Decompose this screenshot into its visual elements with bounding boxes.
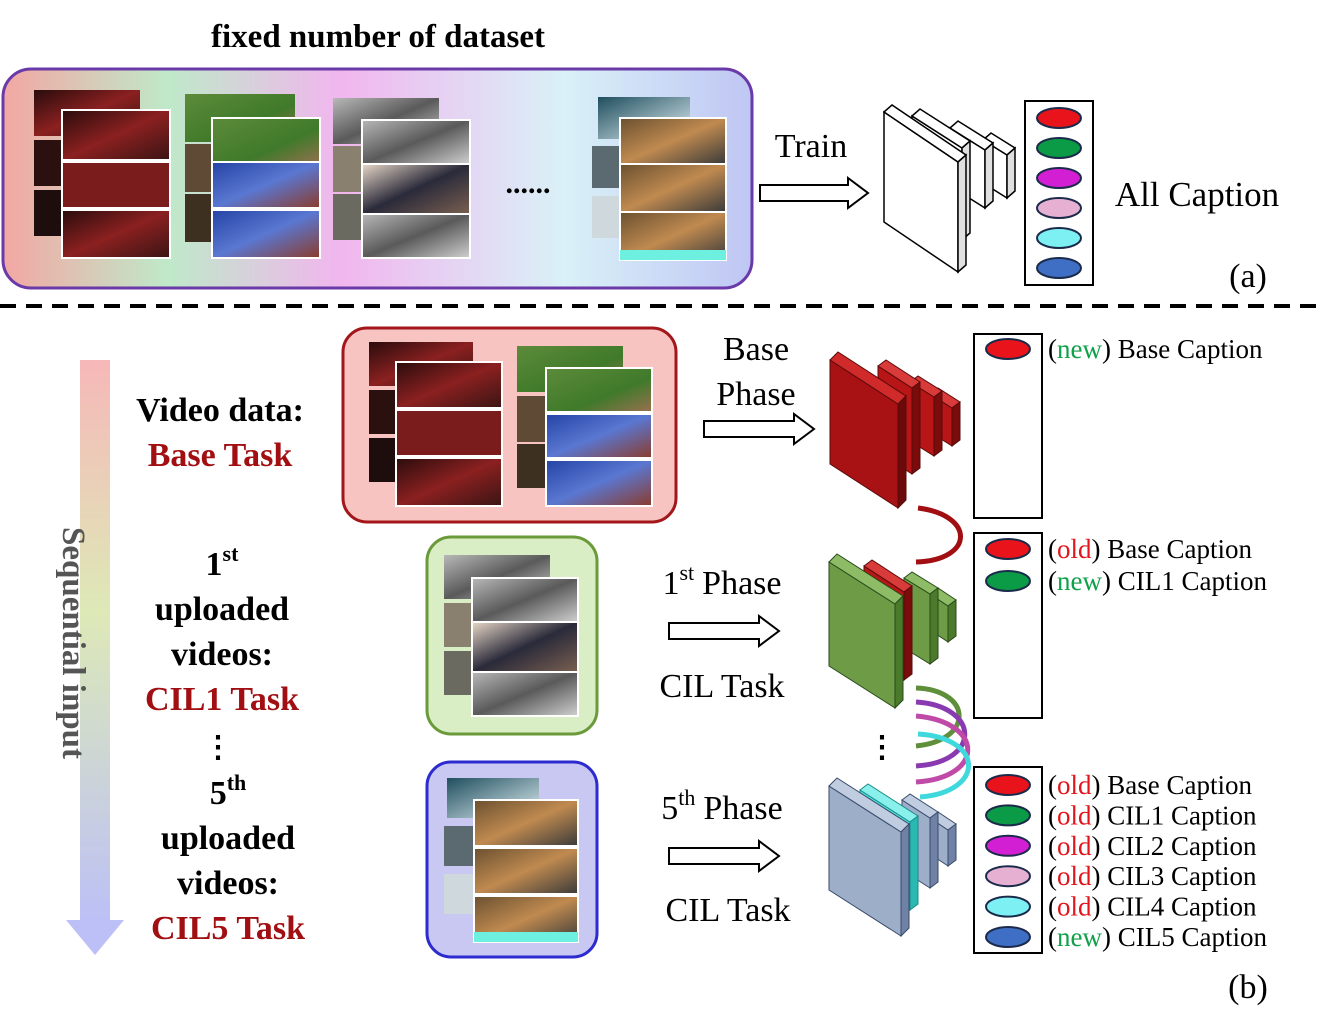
phase1-task-label: CIL Task <box>659 668 784 705</box>
videos-label-5: videos: <box>177 865 279 902</box>
caption-entry: (new) CIL5 Caption <box>1048 922 1267 952</box>
fifth-upload-heading: 5th <box>210 770 247 812</box>
base-phase-label-line2: Phase <box>716 376 795 413</box>
video-stack-4 <box>592 97 727 261</box>
cil5-task-label: CIL5 Task <box>151 910 305 947</box>
base-task-label: Base Task <box>148 437 293 474</box>
vertical-ellipsis-models: ⋮ <box>867 731 897 764</box>
video-stack-1 <box>34 90 171 259</box>
base-phase-arrow <box>703 412 816 446</box>
video-data-label: Video data: <box>136 392 304 429</box>
part-a-title: fixed number of dataset <box>211 19 545 55</box>
train-label: Train <box>775 128 847 165</box>
train-arrow <box>759 176 870 210</box>
caption-oval <box>1036 107 1082 129</box>
base-caption-list: (new) Base Caption <box>985 334 1263 364</box>
caption-oval <box>985 895 1031 918</box>
caption-entry: (new) CIL1 Caption <box>1048 566 1267 596</box>
base-phase-model <box>829 351 961 510</box>
sequential-input-label: Sequential input <box>55 527 91 759</box>
video-stack-3 <box>333 98 471 259</box>
cil5-video-stack <box>444 778 579 943</box>
caption-oval <box>1036 197 1082 219</box>
cil1-phase-model <box>828 553 957 710</box>
caption-oval <box>985 926 1031 948</box>
all-caption-ovals <box>1036 107 1082 279</box>
caption-oval <box>985 570 1031 592</box>
caption-entry: (old) CIL2 Caption <box>1048 831 1257 861</box>
base-video-stack-2 <box>517 346 653 507</box>
caption-entry: (old) Base Caption <box>1048 534 1252 564</box>
uploaded-label-5: uploaded <box>161 820 295 857</box>
cil1-video-stack <box>444 555 579 717</box>
caption-entry: (old) CIL4 Caption <box>1048 892 1257 922</box>
caption-entry: (old) Base Caption <box>1048 770 1252 800</box>
caption-entry: (old) CIL3 Caption <box>1048 861 1257 891</box>
cil5-phase-model <box>828 777 957 938</box>
arc-base-to-cil1 <box>915 505 963 565</box>
sequential-arrow <box>66 360 124 955</box>
base-phase-label-line1: Base <box>723 331 789 368</box>
base-caption-box <box>973 333 1043 519</box>
ellipsis-dots: ...... <box>506 167 551 200</box>
caption-oval <box>1036 227 1082 249</box>
cil5-caption-list: (old) Base Caption(old) CIL1 Caption(old… <box>985 770 1267 952</box>
arc-magenta <box>915 713 971 785</box>
caption-entry: (new) Base Caption <box>1048 334 1263 364</box>
caption-oval <box>1036 257 1082 279</box>
panel-label-a: (a) <box>1229 258 1267 295</box>
first-upload-heading: 1st <box>206 541 240 583</box>
caption-oval <box>985 538 1031 560</box>
cil1-task-label: CIL1 Task <box>145 681 299 718</box>
cil5-caption-box <box>973 766 1043 954</box>
panel-label-b: (b) <box>1228 969 1268 1006</box>
phase5-arrow <box>668 839 781 873</box>
vertical-ellipsis-left: ⋮ <box>203 731 233 764</box>
cil1-caption-list: (old) Base Caption(new) CIL1 Caption <box>985 534 1267 596</box>
caption-oval <box>1036 137 1082 159</box>
cil1-caption-box <box>973 532 1043 719</box>
caption-oval <box>985 338 1031 360</box>
caption-oval <box>985 865 1031 888</box>
phase1-arrow <box>668 614 781 648</box>
caption-oval <box>1036 167 1082 189</box>
videos-label-1: videos: <box>171 636 273 673</box>
base-video-stack-1 <box>369 342 503 507</box>
caption-oval <box>985 804 1031 827</box>
video-stack-2 <box>185 94 321 259</box>
caption-oval <box>985 774 1031 796</box>
caption-entry: (old) CIL1 Caption <box>1048 800 1257 830</box>
phase5-task-label: CIL Task <box>665 892 790 929</box>
all-caption-box <box>1024 100 1094 286</box>
arc-purple <box>915 699 968 769</box>
caption-oval <box>985 834 1031 857</box>
all-caption-label: All Caption <box>1115 175 1279 214</box>
uploaded-label-1: uploaded <box>155 591 289 628</box>
model-a <box>882 104 1017 274</box>
arc-cyan <box>917 731 971 800</box>
